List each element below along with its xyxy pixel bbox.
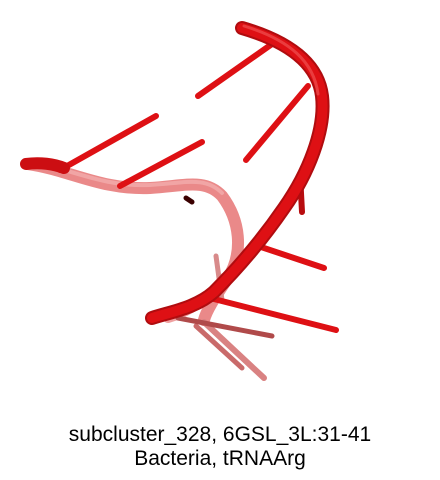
base-stick-6	[255, 243, 327, 271]
base-stick-7	[207, 295, 339, 333]
base-stick-far-1	[201, 319, 267, 381]
base-stick-far-5	[183, 195, 195, 205]
base-stick-1	[195, 41, 275, 99]
caption-line-1: subcluster_328, 6GSL_3L:31-41	[68, 423, 372, 446]
caption-line-2: Bacteria, tRNAArg	[134, 447, 306, 470]
front-strand	[20, 21, 330, 325]
backbone-near-shine	[242, 24, 320, 96]
base-stick-3	[57, 113, 159, 173]
rna-structure-render	[20, 21, 339, 381]
base-stick-2	[243, 83, 311, 163]
backbone-start-cap	[20, 157, 70, 174]
base-stick-far-3	[175, 315, 275, 339]
base-stick-4	[117, 139, 205, 189]
base-stick-far-2	[193, 323, 245, 371]
